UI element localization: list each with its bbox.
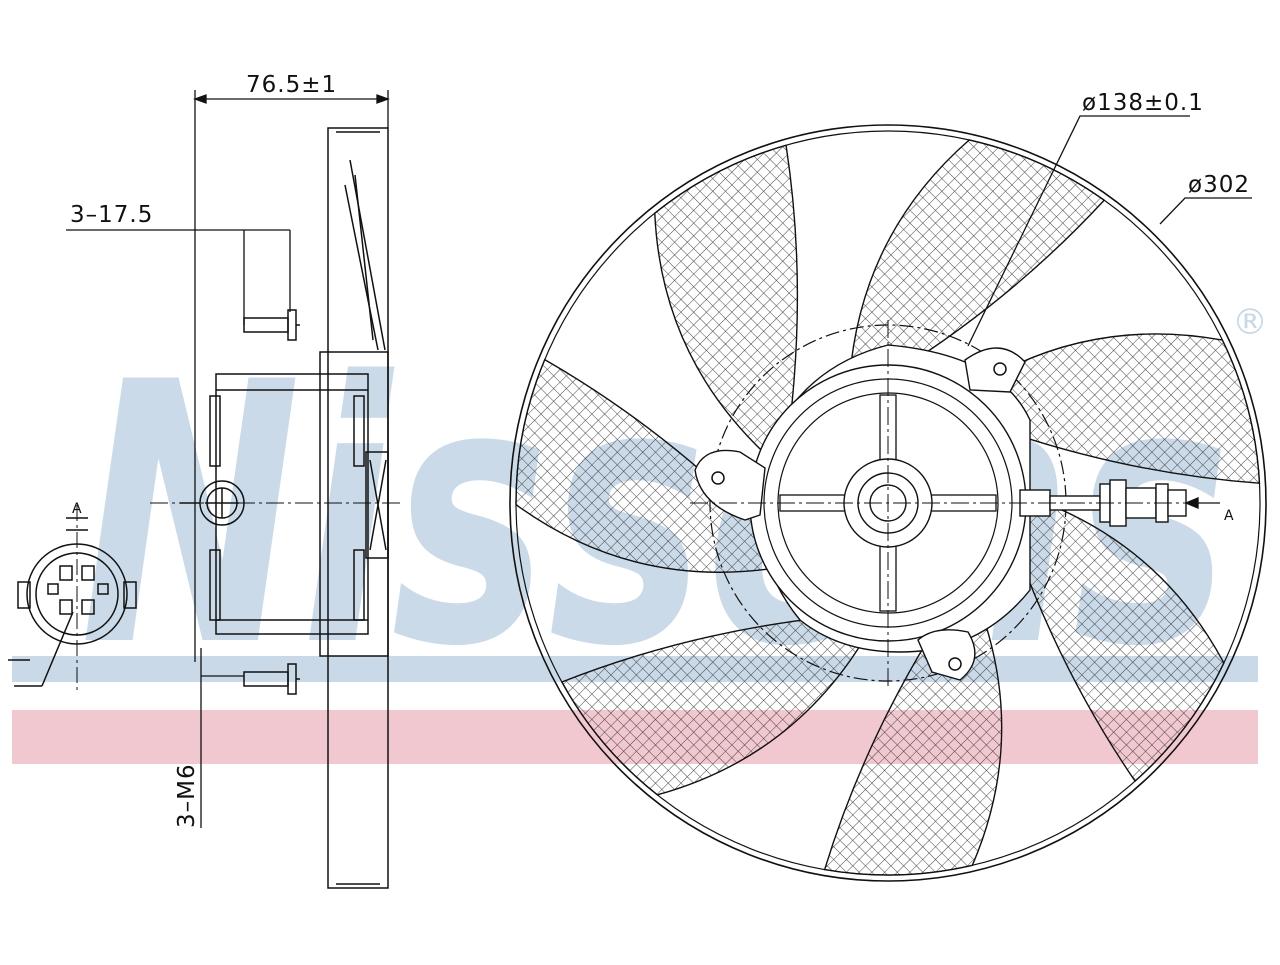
fan-blade [560,616,870,796]
section-marker-right-arrow [1184,497,1220,509]
watermark-registered-mark: ® [1232,302,1268,343]
section-marker-right: A [1224,508,1234,524]
leader-fan-diameter [1159,197,1252,225]
leader-hub-diameter [967,115,1190,347]
section-marker-left: A [72,501,82,517]
dimension-fan-diameter-label: ø302 [1188,172,1250,198]
dimension-overall-depth-label: 76.5±1 [246,72,337,98]
dimension-overall-depth [193,90,390,662]
fan-blade [960,333,1261,484]
dimension-bolt-thread [200,648,244,828]
dimension-bolt-spacing-label: 3–17.5 [70,202,153,228]
fan-front-view [509,124,1267,882]
fan-side-view [150,127,400,889]
dimension-hub-diameter-label: ø138±0.1 [1082,90,1204,116]
connector-front-view [8,505,137,690]
dimension-bolt-thread-label: 3–M6 [174,763,200,828]
fan-blade [654,144,799,457]
dimension-bolt-spacing [66,229,291,325]
fan-blade [515,358,777,573]
fan-blade [848,139,1106,380]
fan-blade [1012,492,1225,783]
